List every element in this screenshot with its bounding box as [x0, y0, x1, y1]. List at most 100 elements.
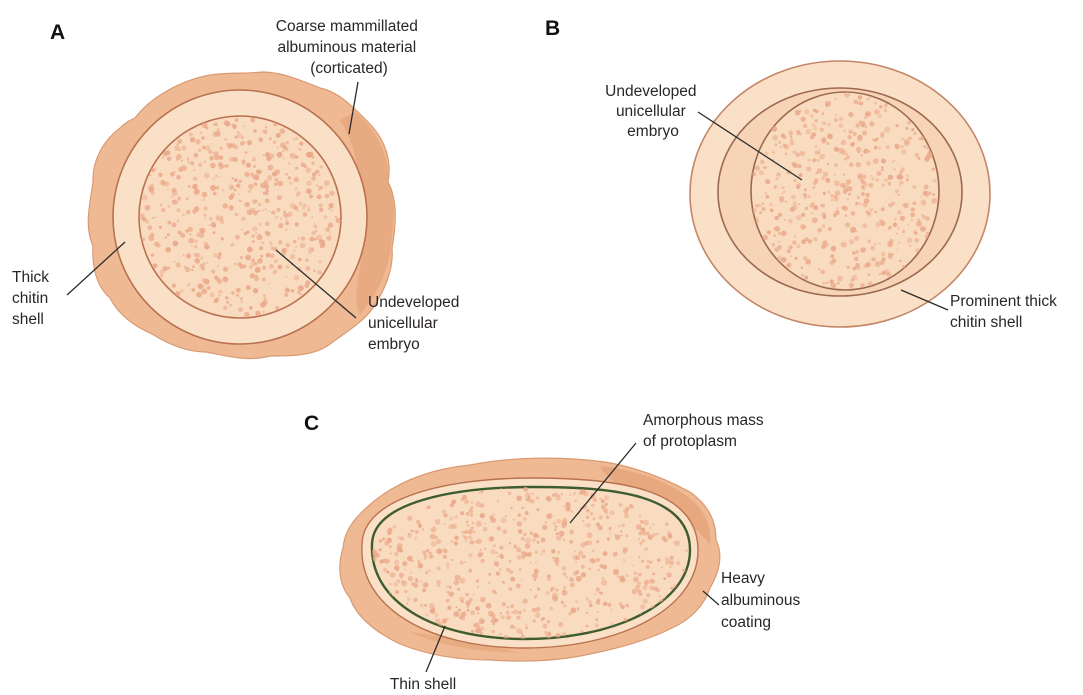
granule	[407, 556, 413, 562]
granule	[263, 299, 268, 304]
granule	[570, 582, 575, 587]
granule	[830, 280, 833, 283]
granule	[657, 558, 661, 562]
granule	[455, 515, 458, 518]
granule	[542, 549, 546, 553]
granule	[562, 520, 568, 526]
granule	[160, 274, 163, 277]
granule	[872, 139, 874, 141]
granule	[798, 164, 802, 168]
granule	[575, 561, 577, 563]
granule	[167, 247, 169, 249]
granule	[647, 560, 650, 563]
granule	[218, 162, 223, 167]
granule	[626, 574, 629, 577]
granule	[879, 105, 882, 108]
granule	[285, 243, 289, 247]
granule	[828, 191, 831, 194]
granule	[870, 246, 875, 251]
granule	[534, 578, 537, 581]
granule	[787, 249, 791, 253]
granule	[402, 561, 407, 566]
granule	[248, 190, 251, 193]
granule	[858, 135, 863, 140]
granule	[823, 171, 829, 177]
granule	[229, 205, 233, 209]
granule	[813, 205, 818, 210]
granule	[280, 128, 286, 134]
granule	[493, 544, 496, 547]
granule	[389, 545, 392, 548]
granule	[765, 151, 767, 153]
granule	[845, 214, 847, 216]
granule	[171, 200, 175, 204]
granule	[285, 173, 288, 176]
granule	[244, 202, 250, 208]
granule	[404, 590, 407, 593]
granule	[866, 210, 869, 213]
granule	[509, 560, 512, 563]
granule	[389, 583, 391, 585]
granule	[541, 538, 546, 543]
granule	[193, 176, 198, 181]
granule	[213, 151, 219, 157]
granule	[854, 236, 859, 241]
granule	[596, 558, 601, 563]
granule	[592, 550, 594, 552]
granule	[822, 112, 825, 115]
granule	[254, 262, 258, 266]
granule	[217, 265, 219, 267]
granule	[174, 261, 176, 263]
granule	[207, 286, 211, 290]
granule	[791, 195, 796, 200]
granule	[476, 579, 479, 582]
panel-a-embryo-label: Undeveloped unicellular embryo	[368, 294, 464, 353]
granule	[610, 510, 615, 515]
granule	[575, 601, 577, 603]
granule	[813, 181, 817, 185]
granule	[535, 608, 540, 613]
granule	[896, 233, 898, 235]
granule	[819, 154, 825, 160]
granule	[211, 143, 213, 145]
granule	[229, 157, 234, 162]
granule	[470, 610, 475, 615]
granule	[266, 253, 271, 258]
granule	[189, 233, 191, 235]
granule	[471, 502, 473, 504]
granule	[162, 156, 165, 159]
granule	[857, 266, 861, 270]
granule	[831, 246, 837, 252]
granule	[216, 186, 220, 190]
granule	[330, 203, 333, 206]
granule	[533, 619, 536, 622]
granule	[486, 603, 492, 609]
granule	[782, 186, 785, 189]
granule	[318, 174, 320, 176]
granule	[861, 154, 863, 156]
granule	[250, 208, 256, 214]
granule	[581, 630, 584, 633]
granule	[469, 598, 473, 602]
granule	[145, 205, 151, 211]
panel-b-letter: B	[545, 17, 560, 40]
granule	[319, 208, 323, 212]
granule	[909, 245, 911, 247]
granule	[523, 599, 528, 604]
granule	[149, 187, 155, 193]
granule	[830, 194, 833, 197]
granule	[532, 538, 536, 542]
granule	[468, 569, 472, 573]
granule	[454, 541, 458, 545]
granule	[314, 225, 318, 229]
granule	[448, 586, 451, 589]
granule	[793, 179, 796, 182]
granule	[591, 504, 594, 507]
granule	[843, 191, 846, 194]
granule	[480, 632, 483, 635]
granule	[488, 581, 491, 584]
granule	[252, 157, 256, 161]
granule	[554, 528, 557, 531]
granule	[794, 257, 797, 260]
granule	[933, 179, 937, 183]
